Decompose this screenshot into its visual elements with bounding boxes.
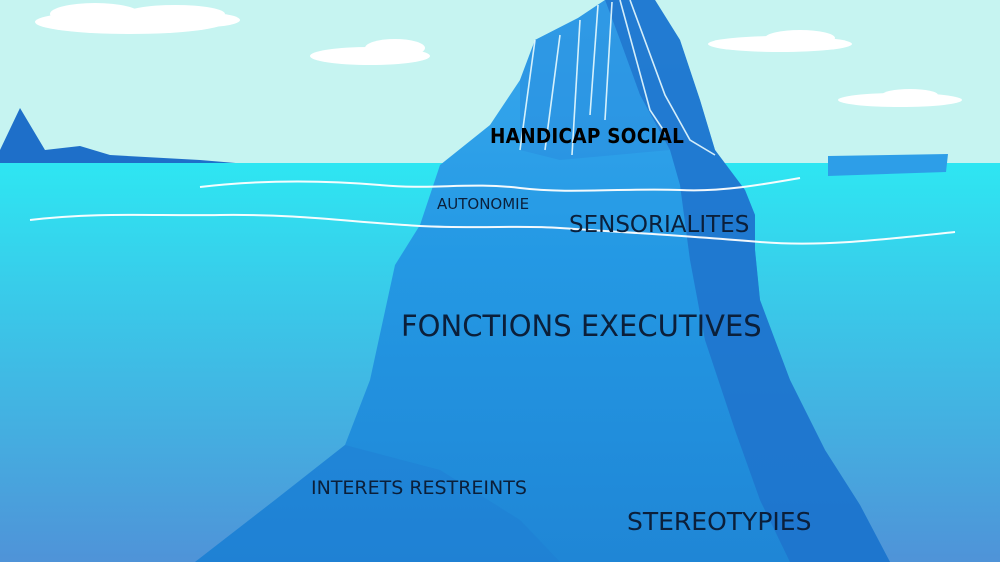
iceberg-peak-face [520, 0, 670, 160]
iceberg [195, 0, 890, 562]
label-interets-restreints: INTERETS RESTREINTS [311, 477, 527, 499]
wave-lines [29, 177, 956, 245]
label-handicap-social: HANDICAP SOCIAL [490, 124, 685, 148]
label-fonctions-executives: FONCTIONS EXECUTIVES [401, 309, 762, 343]
ice-floe-icon [828, 154, 948, 176]
cloud-icon [35, 3, 962, 107]
iceberg-body [195, 0, 890, 562]
iceberg-lower-left-shade [195, 445, 560, 562]
label-stereotypies: STEREOTYPIES [627, 507, 812, 536]
label-autonomie: AUTONOMIE [437, 195, 530, 213]
iceberg-shadow-face [605, 0, 890, 562]
iceberg-highlights [519, 0, 716, 156]
distant-iceberg-icon [0, 108, 260, 165]
label-sensorialites: SENSORIALITES [569, 212, 750, 238]
